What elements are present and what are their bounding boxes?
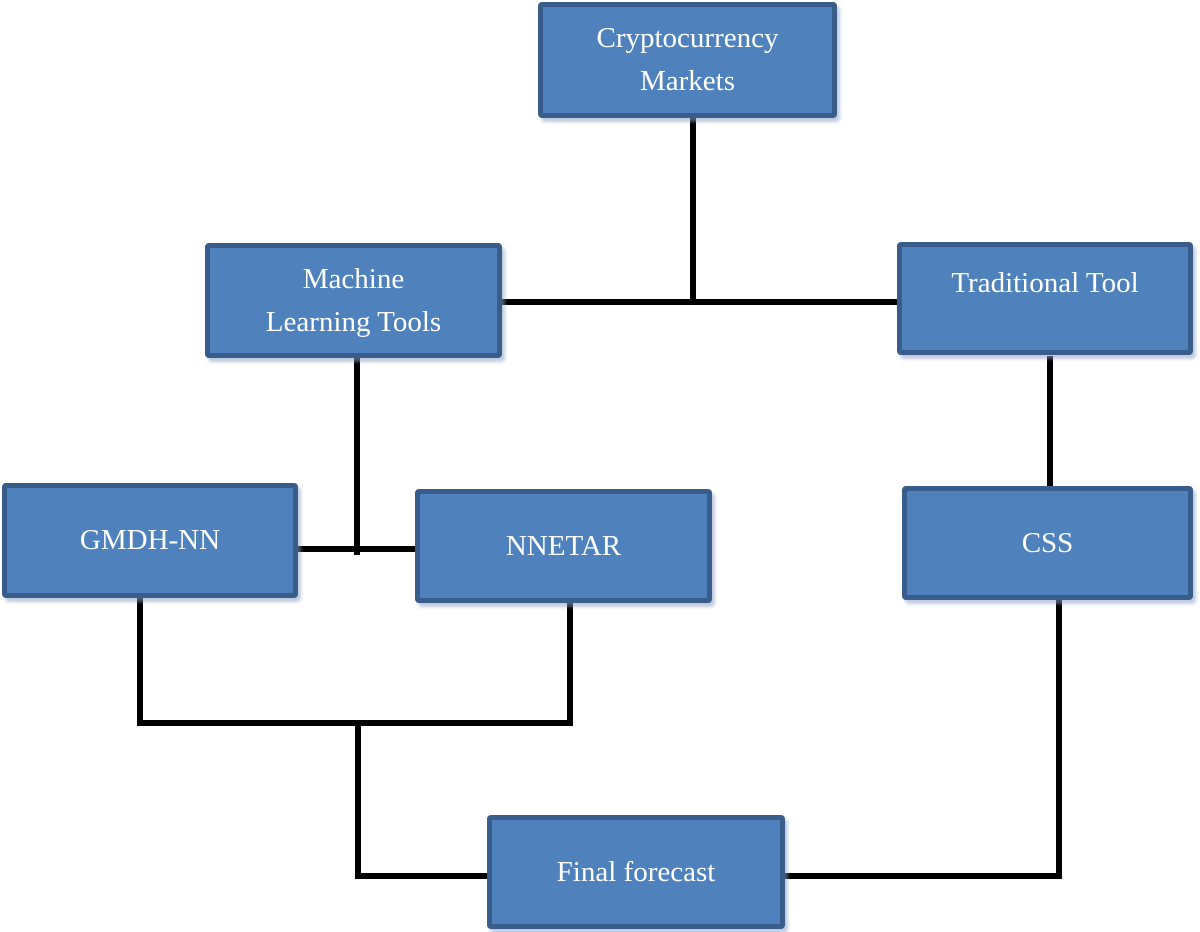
connector-into-final-right <box>783 873 1062 879</box>
node-label-line: Final forecast <box>556 855 716 888</box>
node-css: CSS <box>902 486 1193 600</box>
connector-into-final-left <box>355 873 489 879</box>
node-label: CSS <box>1022 522 1074 565</box>
node-label: Machine Learning Tools <box>266 258 441 344</box>
node-label-line: Cryptocurrency <box>596 22 779 54</box>
node-label-line: GMDH-NN <box>79 524 221 556</box>
connector-crypto-drop <box>690 116 696 304</box>
connector-css-drop <box>1056 598 1062 879</box>
connector-mltools-to-traditional <box>502 299 897 305</box>
node-label-line: Traditional Tool <box>951 267 1139 299</box>
node-label-line: NNETAR <box>505 529 622 562</box>
node-label-line: Markets <box>639 65 736 97</box>
node-label: Final forecast <box>557 851 716 894</box>
node-machine-learning-tools: Machine Learning Tools <box>205 243 502 358</box>
connector-mltools-drop <box>354 356 360 555</box>
connector-gmdh-drop <box>137 596 143 726</box>
node-traditional-tool: Traditional Tool <box>897 242 1193 355</box>
node-label: Cryptocurrency Markets <box>597 17 779 103</box>
node-label-line: CSS <box>1021 526 1074 559</box>
node-final-forecast: Final forecast <box>487 815 785 929</box>
node-label-line: Learning Tools <box>265 305 442 338</box>
node-label: NNETAR <box>506 525 621 568</box>
node-label-line: Machine <box>302 262 405 295</box>
connector-bus-drop <box>355 720 361 879</box>
node-gmdh-nn: GMDH-NN <box>2 483 298 598</box>
connector-nnetar-drop <box>567 601 573 726</box>
node-nnetar: NNETAR <box>415 489 712 603</box>
connector-gmdh-to-nnetar <box>298 546 415 552</box>
node-label: Traditional Tool <box>951 262 1138 305</box>
connector-traditional-to-css <box>1047 356 1053 488</box>
node-label: GMDH-NN <box>80 519 220 562</box>
node-cryptocurrency-markets: Cryptocurrency Markets <box>538 2 837 118</box>
